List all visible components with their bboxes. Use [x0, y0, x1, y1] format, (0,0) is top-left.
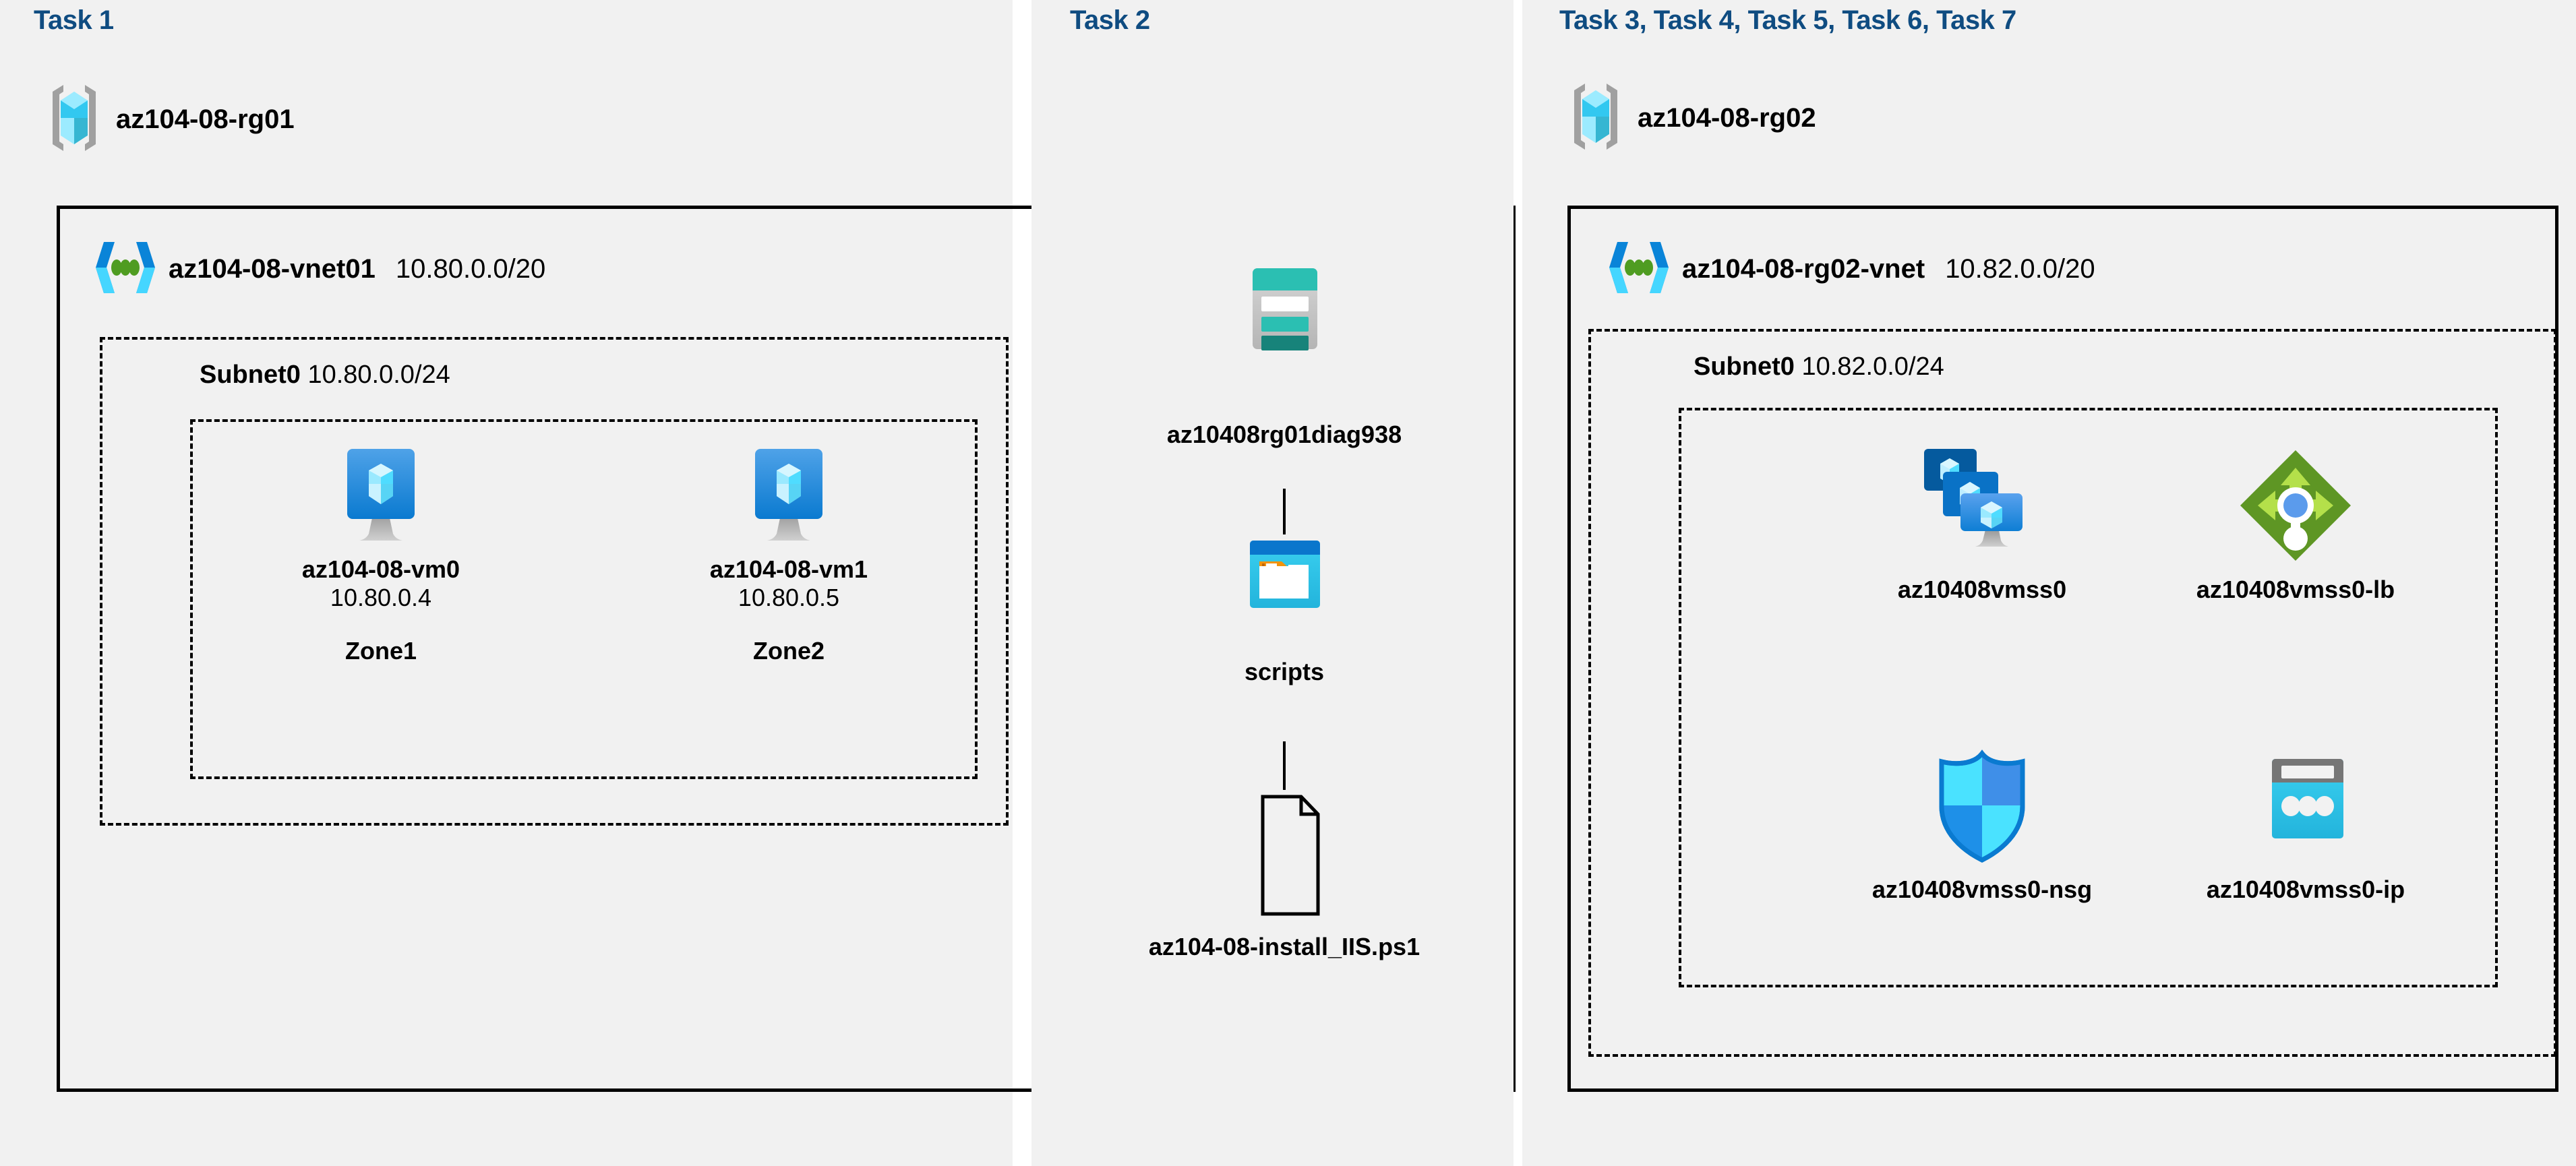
subnet-cidr: 10.82.0.0/24	[1801, 352, 1944, 381]
node-blob-container: scripts	[1170, 532, 1399, 686]
storage-account-icon	[1116, 256, 1453, 411]
node-nsg: az10408vmss0-nsg	[1783, 748, 2181, 904]
node-label: az10408rg01diag938	[1166, 421, 1402, 448]
vnet-cidr: 10.82.0.0/20	[1945, 254, 2095, 284]
node-vmss: az10408vmss0	[1793, 445, 2171, 604]
panel-task1	[0, 0, 1013, 1166]
node-zone: Zone2	[752, 636, 825, 665]
subnet-name: Subnet0	[1694, 352, 1795, 381]
resource-group-icon	[46, 81, 102, 158]
connector-line	[1283, 489, 1286, 534]
vnet-name: az104-08-vnet01	[169, 254, 376, 284]
file-icon	[1092, 789, 1476, 923]
node-zone: Zone1	[345, 636, 417, 665]
subnet-boundary-subnet0-vnet01	[100, 337, 1009, 826]
vnet-header-rg02-vnet: az104-08-rg02-vnet 10.82.0.0/20	[1608, 239, 2095, 299]
node-storage-account: az10408rg01diag938	[1116, 256, 1453, 449]
node-label: az10408vmss0	[1897, 576, 2067, 603]
load-balancer-icon	[2127, 445, 2464, 566]
subnet-name: Subnet0	[200, 361, 301, 389]
node-ip: 10.80.0.5	[738, 584, 840, 612]
vnet-name: az104-08-rg02-vnet	[1682, 254, 1925, 284]
virtual-network-icon	[1608, 239, 1670, 299]
vnet-cidr: 10.80.0.0/20	[395, 254, 546, 284]
virtual-machine-icon	[266, 445, 496, 546]
resource-group-rg02: az104-08-rg02	[1567, 80, 1816, 157]
node-label: scripts	[1244, 658, 1325, 685]
panel-task3	[1522, 0, 2576, 1166]
blob-container-icon	[1170, 532, 1399, 648]
vm-scale-set-icon	[1793, 445, 2171, 566]
network-security-group-icon	[1783, 748, 2181, 866]
virtual-machine-icon	[674, 445, 903, 546]
node-script-file: az104-08-install_IIS.ps1	[1092, 789, 1476, 961]
vnet-header-vnet01: az104-08-vnet01 10.80.0.0/20	[94, 239, 545, 299]
resource-group-label: az104-08-rg01	[116, 104, 295, 134]
task2-heading: Task 2	[1070, 5, 1150, 35]
resource-group-icon	[1567, 80, 1624, 157]
subnet-label-vnet01: Subnet0 10.80.0.0/24	[200, 361, 450, 390]
resource-group-inner-boundary	[1679, 408, 2498, 987]
subnet-cidr: 10.80.0.0/24	[307, 361, 450, 389]
node-label: az10408vmss0-lb	[2196, 576, 2395, 603]
task3-heading: Task 3, Task 4, Task 5, Task 6, Task 7	[1559, 5, 2016, 35]
vnet-boundary-rg02-vnet	[1567, 206, 2558, 1092]
node-label: az104-08-install_IIS.ps1	[1148, 933, 1420, 960]
node-vm0: az104-08-vm0 10.80.0.4 Zone1	[266, 445, 496, 665]
node-label: az104-08-vm1	[709, 555, 868, 583]
availability-zone-group-boundary	[190, 419, 978, 779]
connector-line	[1283, 741, 1286, 790]
subnet-boundary-subnet0-rg02vnet	[1588, 329, 2556, 1057]
vnet-boundary-vnet01	[57, 206, 1516, 1092]
task1-heading: Task 1	[34, 5, 114, 35]
node-label: az10408vmss0-nsg	[1871, 876, 2093, 903]
node-load-balancer: az10408vmss0-lb	[2127, 445, 2464, 604]
node-vm1: az104-08-vm1 10.80.0.5 Zone2	[674, 445, 903, 665]
node-label: az104-08-vm0	[301, 555, 460, 583]
virtual-network-icon	[94, 239, 156, 299]
node-public-ip: az10408vmss0-ip	[2137, 748, 2474, 904]
subnet-label-rg02vnet: Subnet0 10.82.0.0/24	[1694, 352, 1944, 381]
node-label: az10408vmss0-ip	[2206, 876, 2405, 903]
resource-group-label: az104-08-rg02	[1638, 103, 1816, 133]
node-ip: 10.80.0.4	[330, 584, 432, 612]
resource-group-rg01: az104-08-rg01	[46, 81, 295, 158]
public-ip-address-icon	[2137, 748, 2474, 866]
